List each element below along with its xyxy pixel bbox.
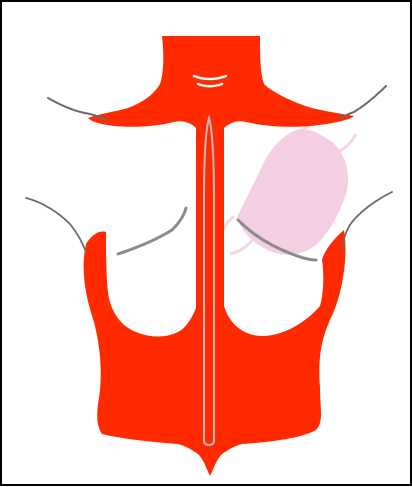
chest-blush-patch: [220, 118, 356, 255]
left-chest-curve: [118, 208, 186, 254]
right-side-contour: [342, 192, 392, 248]
left-shoulder-line: [48, 98, 106, 120]
highlighted-torso-region: [84, 36, 354, 476]
left-side-contour: [26, 198, 86, 252]
spine-outline: [204, 118, 214, 445]
right-shoulder-line: [340, 86, 386, 118]
